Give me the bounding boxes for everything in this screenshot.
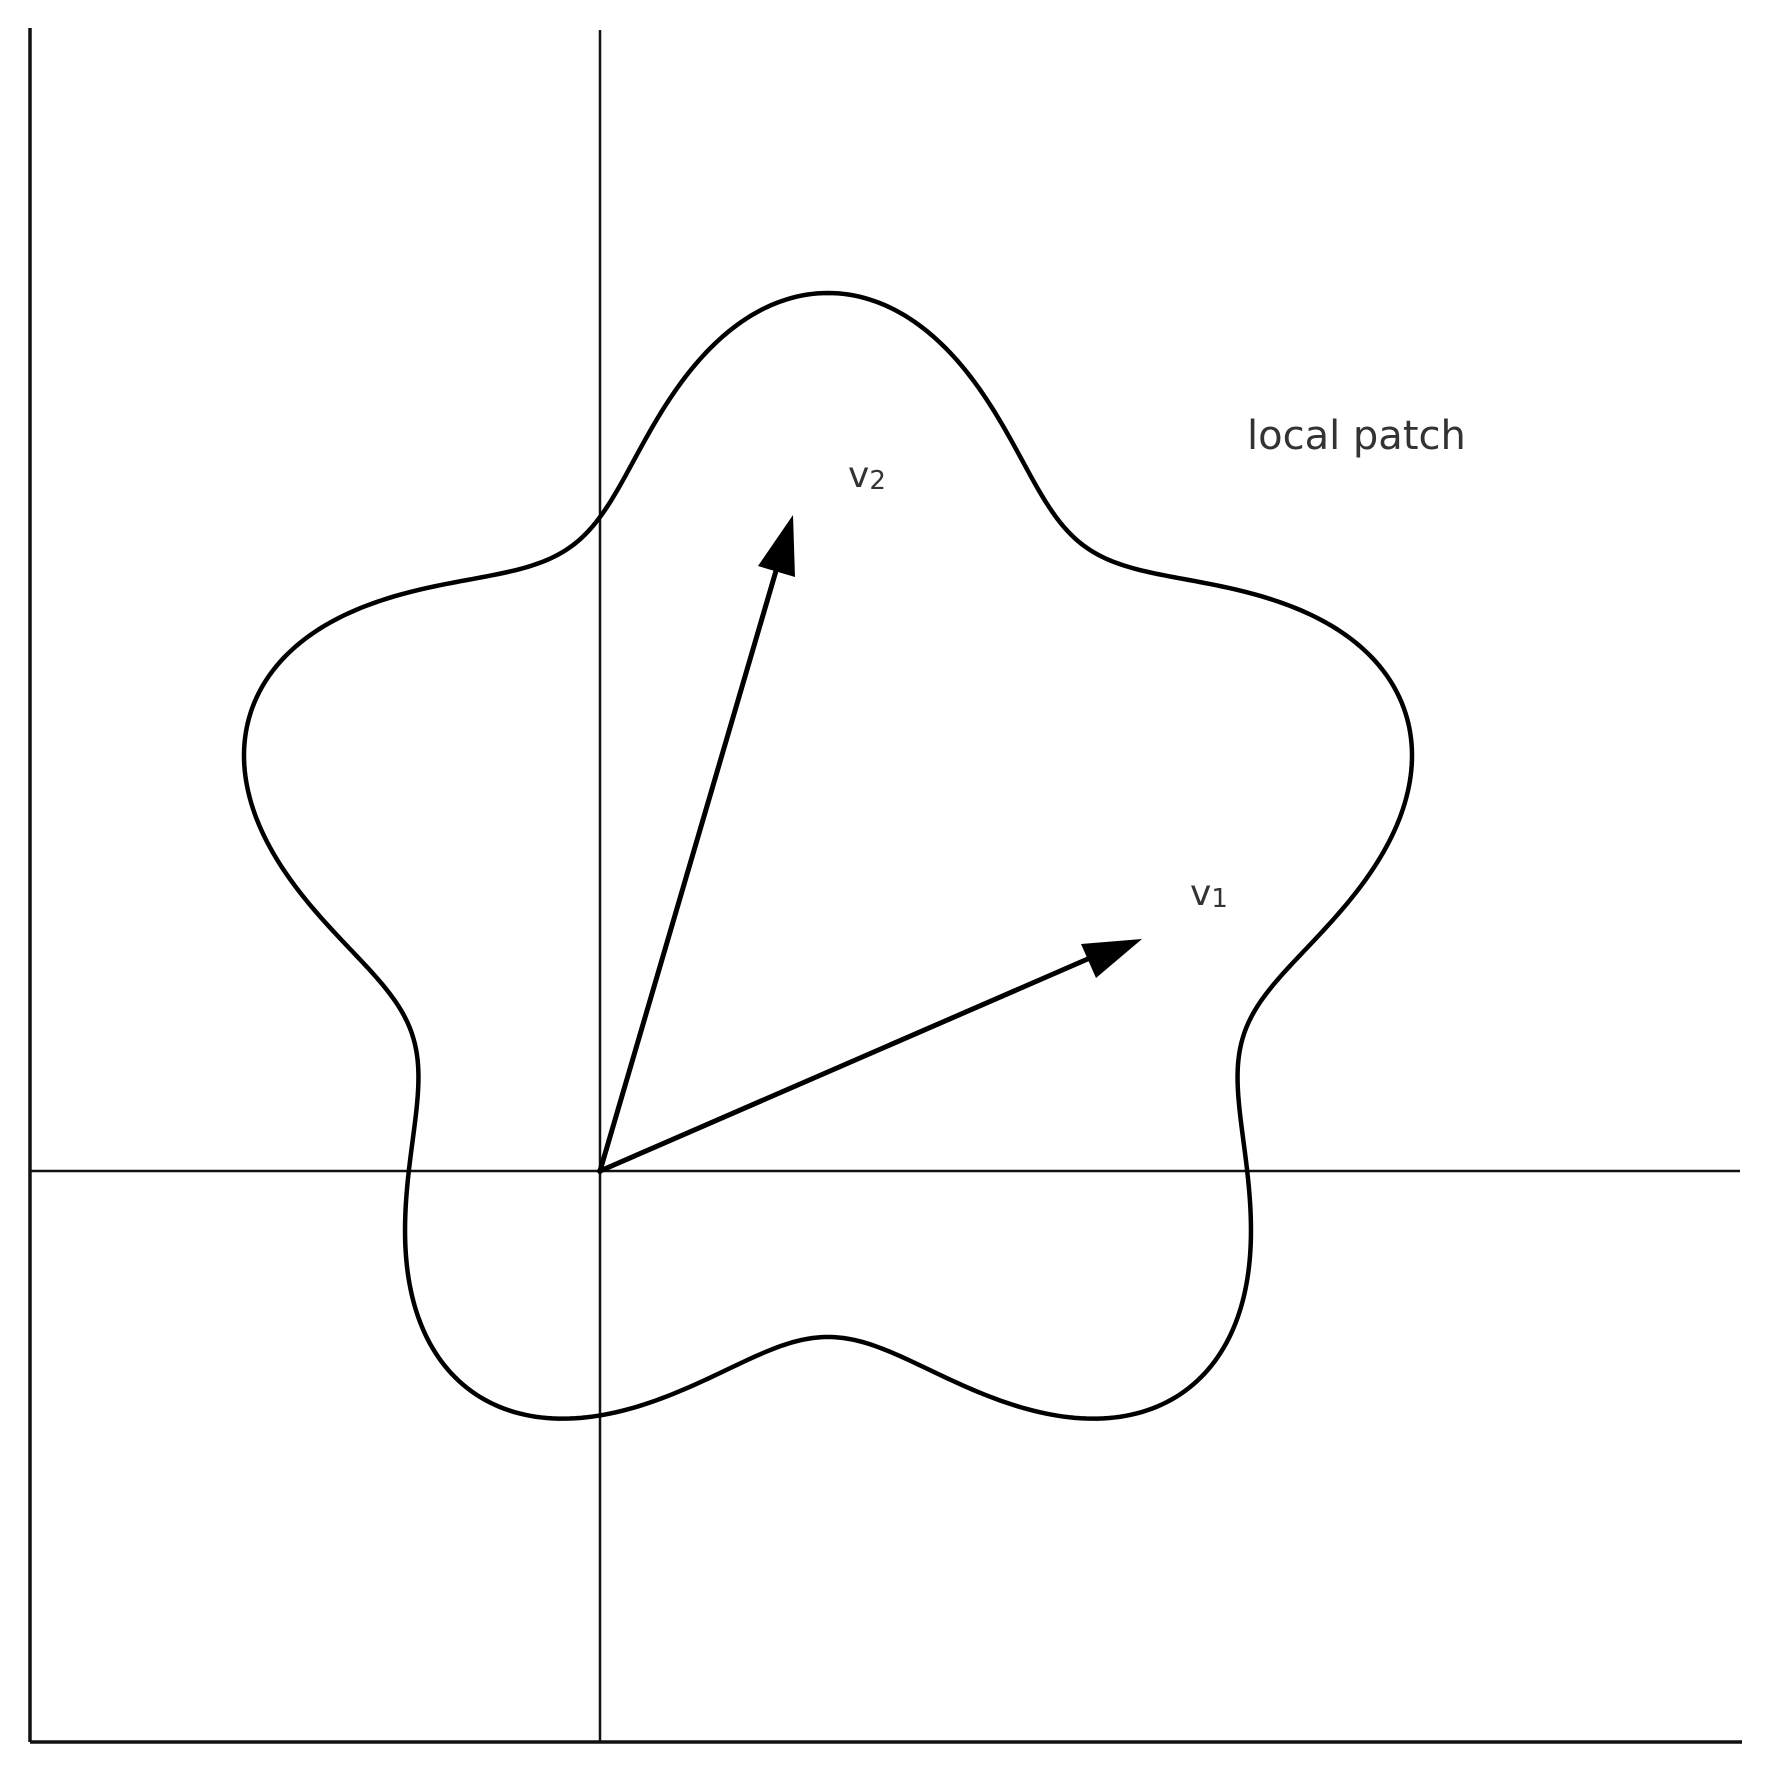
vector-v2-label-main: v	[848, 455, 869, 496]
vector-v2-shaft	[597, 561, 781, 1174]
vector-v1	[597, 939, 1142, 1174]
vector-v2-label-subscript: 2	[869, 466, 886, 496]
local-patch-label: local patch	[1247, 413, 1466, 459]
vector-v1-shaft	[597, 955, 1093, 1174]
vector-v1-label-subscript: 1	[1211, 884, 1228, 914]
local-patch-outline	[241, 290, 1415, 1421]
origin-point	[597, 1168, 603, 1174]
vector-v2	[597, 515, 795, 1174]
vector-v2-arrowhead	[758, 515, 795, 577]
vector-v2-label: v2	[848, 455, 886, 496]
vector-v1-label-main: v	[1190, 873, 1211, 914]
vector-v1-arrowhead	[1081, 939, 1142, 978]
vector-v1-label: v1	[1190, 873, 1228, 914]
